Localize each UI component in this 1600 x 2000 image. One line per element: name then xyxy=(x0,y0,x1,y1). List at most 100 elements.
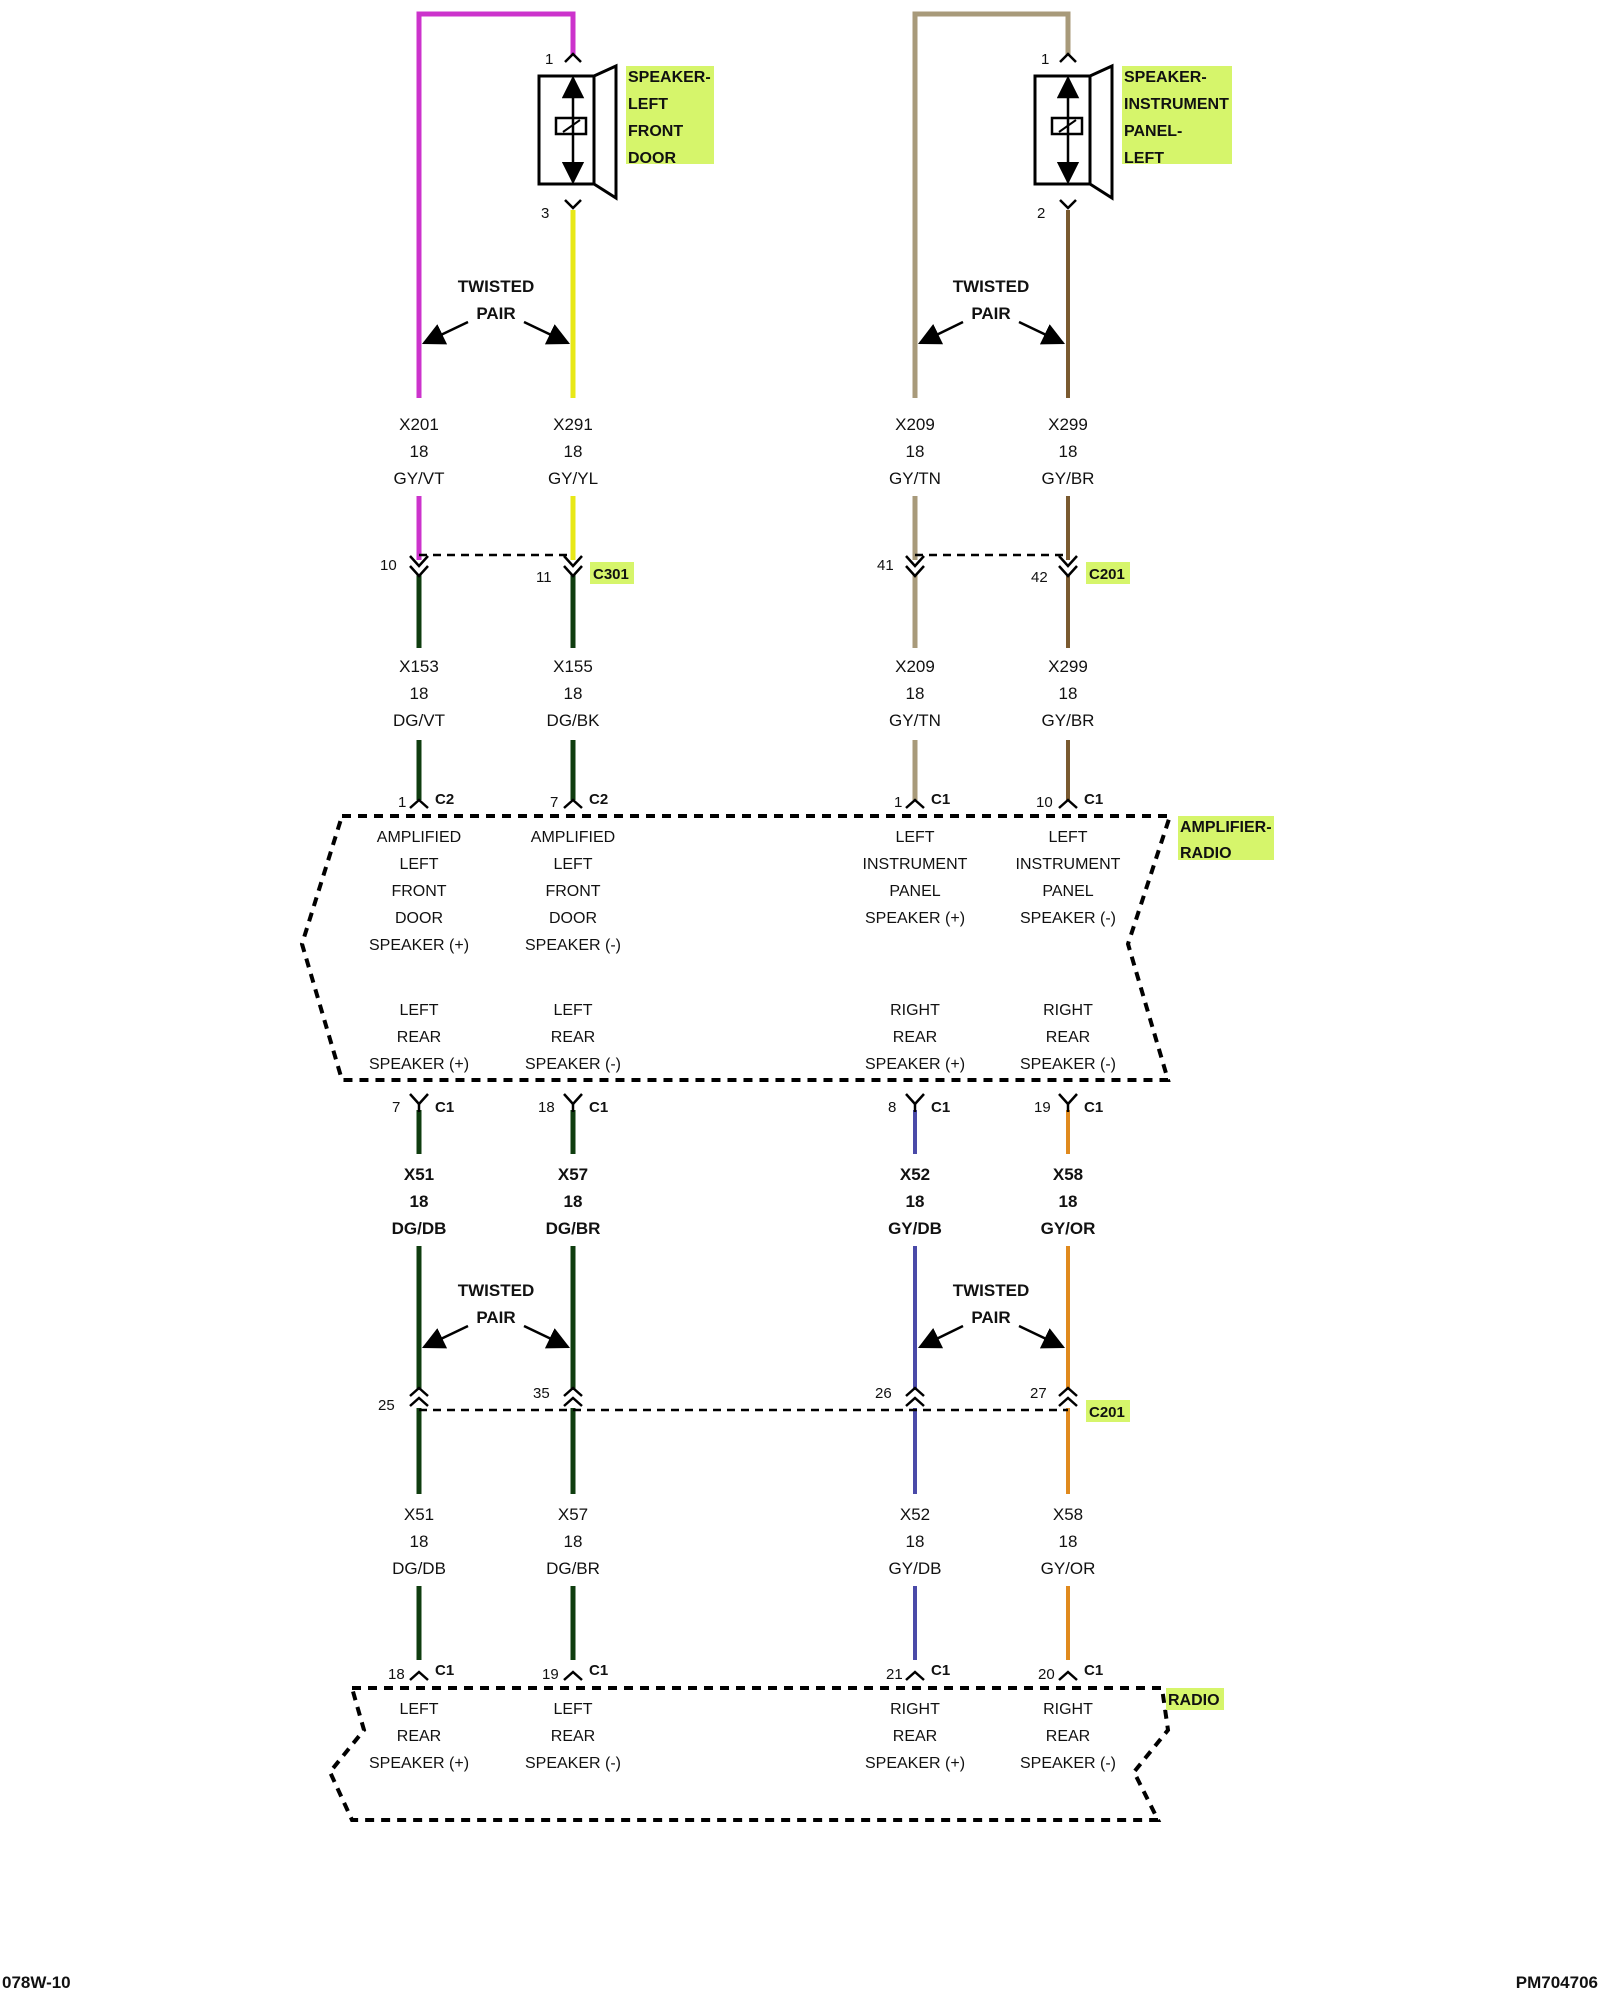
pin-radio-3: 21 xyxy=(886,1666,903,1683)
connector-amp-bot-2: C1 xyxy=(589,1099,608,1116)
speaker-instrument-panel-left: SPEAKER- INSTRUMENT PANEL- LEFT 1 2 xyxy=(1033,51,1232,222)
amp-top-c2-l1: AMPLIFIED xyxy=(531,829,615,846)
twisted-pair-2-l2: PAIR xyxy=(971,304,1010,323)
radio-c3-l1: RIGHT xyxy=(890,1701,940,1718)
speaker-lf-coil xyxy=(554,116,588,136)
radio-c1-l1: LEFT xyxy=(399,1701,438,1718)
amp-bot-c1-l1: LEFT xyxy=(399,1002,438,1019)
wires xyxy=(416,11,1071,1660)
connector-amp-bot-1: C1 xyxy=(435,1099,454,1116)
wire-r3-c4-gauge: 18 xyxy=(1059,1192,1078,1211)
wire-r1-c3-id: X209 xyxy=(895,415,935,434)
amp-top-c2-l5: SPEAKER (-) xyxy=(525,937,621,954)
pin-amp-top-4: 10 xyxy=(1036,794,1053,811)
radio-outline xyxy=(327,1686,1171,1822)
amp-bot-c4-l2: REAR xyxy=(1046,1029,1090,1046)
wire-r1-c3-color: GY/TN xyxy=(889,469,941,488)
speaker-ip-highlight xyxy=(1122,66,1232,164)
connector-c201-upper: C201 xyxy=(1089,566,1125,583)
connector-radio-2: C1 xyxy=(589,1662,608,1679)
wire-r3-c3-id: X52 xyxy=(900,1165,930,1184)
radio-c2-l2: REAR xyxy=(551,1728,595,1745)
wire-r3-c2-color: DG/BR xyxy=(546,1219,601,1238)
speaker-lf-cone xyxy=(593,63,618,201)
c301-highlight xyxy=(590,562,634,584)
twisted-pair-4-l1: TWISTED xyxy=(953,1281,1030,1300)
amp-highlight xyxy=(1178,816,1274,860)
c201-upper-highlight xyxy=(1086,562,1130,584)
pin-amp-bot-1: 7 xyxy=(392,1099,400,1116)
radio-c2-l3: SPEAKER (-) xyxy=(525,1755,621,1772)
wire-r4-c4-gauge: 18 xyxy=(1059,1532,1078,1551)
wire-r4-c4-color: GY/OR xyxy=(1041,1559,1096,1578)
wire-r1-c1-id: X201 xyxy=(399,415,439,434)
wire-r4-c2-id: X57 xyxy=(558,1505,588,1524)
twisted-pair-3: TWISTED PAIR xyxy=(421,1281,571,1349)
radio-label: RADIO xyxy=(1168,1692,1220,1709)
connector-radio-1: C1 xyxy=(435,1662,454,1679)
radio-c4-l3: SPEAKER (-) xyxy=(1020,1755,1116,1772)
amp-bot-c1-l3: SPEAKER (+) xyxy=(369,1056,469,1073)
speaker-lf-label-4: DOOR xyxy=(628,150,676,167)
wire-r2-c1-gauge: 18 xyxy=(410,684,429,703)
pin-spk-ip-top: 1 xyxy=(1041,51,1049,68)
amp-top-c2-l2: LEFT xyxy=(553,856,592,873)
amp-top-c1-l3: FRONT xyxy=(391,883,446,900)
speaker-left-front-door: SPEAKER- LEFT FRONT DOOR 1 3 xyxy=(537,51,714,222)
pin-c201-a: 41 xyxy=(877,557,894,574)
wire-r3-c2-gauge: 18 xyxy=(564,1192,583,1211)
wire-r2-c2-color: DG/BK xyxy=(547,711,601,730)
pin-radio-2: 19 xyxy=(542,1666,559,1683)
amp-bot-c4-l3: SPEAKER (-) xyxy=(1020,1056,1116,1073)
wire-labels-row-1: X201 18 GY/VT X291 18 GY/YL X209 18 GY/T… xyxy=(393,415,1094,488)
amp-top-c1-l2: LEFT xyxy=(399,856,438,873)
amp-top-c3-l1: LEFT xyxy=(895,829,934,846)
wire-r4-c3-gauge: 18 xyxy=(906,1532,925,1551)
wire-r4-c3-color: GY/DB xyxy=(889,1559,942,1578)
radio-c1-l3: SPEAKER (+) xyxy=(369,1755,469,1772)
footer-left: 078W-10 xyxy=(2,1973,71,1992)
pin-c301-a: 10 xyxy=(380,557,397,574)
twisted-pair-3-l2: PAIR xyxy=(476,1308,515,1327)
amp-top-c4-l1: LEFT xyxy=(1048,829,1087,846)
connector-c301: C301 xyxy=(593,566,629,583)
wire-r2-c4-color: GY/BR xyxy=(1042,711,1095,730)
pin-spk-lf-bot: 3 xyxy=(541,205,549,222)
speaker-ip-label-2: INSTRUMENT xyxy=(1124,96,1229,113)
amp-bot-c1-l2: REAR xyxy=(397,1029,441,1046)
wire-r3-c1-gauge: 18 xyxy=(410,1192,429,1211)
wire-r1-c2-gauge: 18 xyxy=(564,442,583,461)
wire-r4-c1-color: DG/DB xyxy=(392,1559,446,1578)
speaker-lf-label-3: FRONT xyxy=(628,123,683,140)
amp-top-c4-l3: PANEL xyxy=(1042,883,1093,900)
radio-c4-l1: RIGHT xyxy=(1043,1701,1093,1718)
connector-radio-3: C1 xyxy=(931,1662,950,1679)
amp-top-c3-l4: SPEAKER (+) xyxy=(865,910,965,927)
pin-radio-4: 20 xyxy=(1038,1666,1055,1683)
radio-c1-l2: REAR xyxy=(397,1728,441,1745)
speaker-ip-cone xyxy=(1089,63,1114,201)
connector-amp-top-1: C2 xyxy=(435,791,454,808)
amp-bot-c2-l3: SPEAKER (-) xyxy=(525,1056,621,1073)
amp-top-c1-l1: AMPLIFIED xyxy=(377,829,461,846)
connector-c201-lower: C201 xyxy=(1089,1404,1125,1421)
amp-bot-c2-l2: REAR xyxy=(551,1029,595,1046)
wire-r4-c4-id: X58 xyxy=(1053,1505,1083,1524)
amp-top-c1-l5: SPEAKER (+) xyxy=(369,937,469,954)
wire-r3-c3-gauge: 18 xyxy=(906,1192,925,1211)
connector-amp-bot-3: C1 xyxy=(931,1099,950,1116)
amp-bot-c3-l1: RIGHT xyxy=(890,1002,940,1019)
c201-lower-highlight xyxy=(1086,1400,1130,1422)
wire-gy-tn-top xyxy=(912,11,1071,398)
speaker-lf-highlight xyxy=(626,66,714,164)
twisted-pair-1: TWISTED PAIR xyxy=(421,277,571,345)
wire-r3-c1-color: DG/DB xyxy=(392,1219,447,1238)
radio: RADIO 18 C1 19 C1 21 C1 20 C1 LEFT REAR … xyxy=(327,1662,1224,1822)
amp-bot-c2-l1: LEFT xyxy=(553,1002,592,1019)
twisted-pair-4-l2: PAIR xyxy=(971,1308,1010,1327)
connector-amp-bot-4: C1 xyxy=(1084,1099,1103,1116)
wire-r2-c1-color: DG/VT xyxy=(393,711,445,730)
wire-r3-c4-color: GY/OR xyxy=(1041,1219,1096,1238)
amp-top-c4-l4: SPEAKER (-) xyxy=(1020,910,1116,927)
